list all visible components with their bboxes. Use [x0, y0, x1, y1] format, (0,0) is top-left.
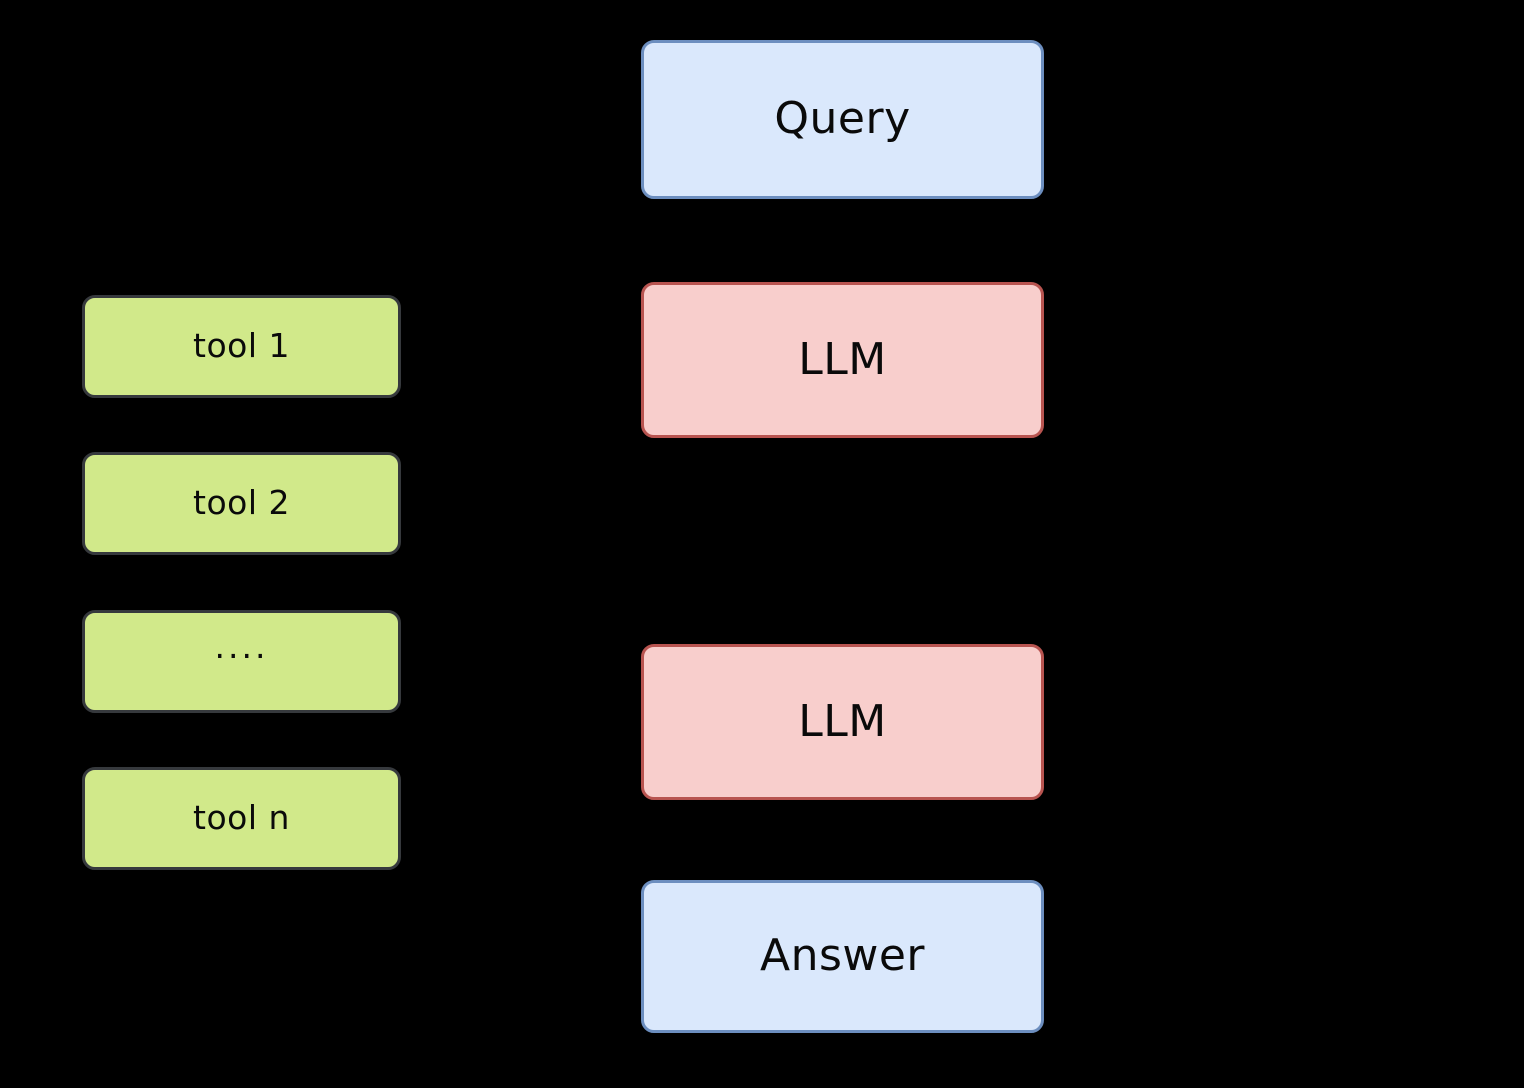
answer-node-label: Answer [759, 930, 926, 982]
query-node[interactable]: Query [641, 40, 1044, 199]
query-node-label: Query [774, 93, 911, 145]
tool-node-ellipsis-label: .... [214, 627, 269, 667]
llm-node-2[interactable]: LLM [641, 644, 1044, 800]
llm-node-1[interactable]: LLM [641, 282, 1044, 438]
tool-node-2-label: tool 2 [193, 483, 290, 523]
tool-node-ellipsis[interactable]: .... [82, 610, 401, 713]
tool-node-n-label: tool n [193, 798, 290, 838]
answer-node[interactable]: Answer [641, 880, 1044, 1033]
tool-node-1-label: tool 1 [193, 326, 290, 366]
tool-node-n[interactable]: tool n [82, 767, 401, 870]
llm-node-2-label: LLM [798, 695, 887, 747]
tool-node-1[interactable]: tool 1 [82, 295, 401, 398]
llm-node-1-label: LLM [798, 333, 887, 385]
tool-node-2[interactable]: tool 2 [82, 452, 401, 555]
